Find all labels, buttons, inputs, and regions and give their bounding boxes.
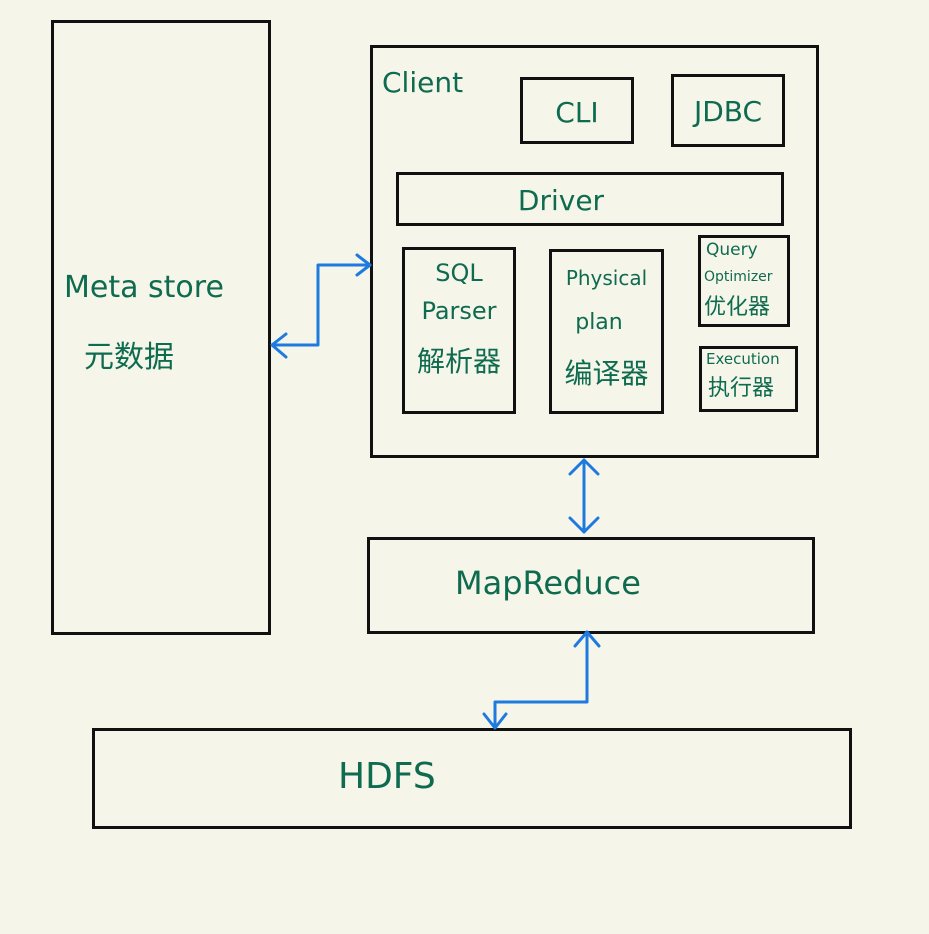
cli-label: CLI [555,96,599,129]
hdfs-box [92,728,852,829]
physical-plan-label-1: Physical [565,266,648,290]
sql-parser-label-2: Parser [421,297,497,325]
query-optimizer-label-3: 优化器 [704,295,771,320]
physical-plan-label-2: plan [575,310,623,335]
metastore-arrowhead [270,332,288,359]
query-optimizer-label-2: Optimizer [704,269,773,285]
hdfs-arrowhead [482,712,508,730]
client-title: Client [382,66,464,99]
mapreduce-arrowhead-bottom [573,630,601,648]
query-optimizer-label-1: Query [706,240,758,260]
metastore-box [51,20,271,635]
mapreduce-hdfs-arrow [493,630,589,730]
execution-label-1: Execution [706,350,780,368]
client-arrowhead-down [568,458,600,476]
jdbc-label: JDBC [693,95,763,128]
cli-box [520,77,634,144]
execution-label-2: 执行器 [708,376,775,401]
sql-parser-label-3: 解析器 [416,345,501,378]
sql-parser-box [402,247,516,414]
physical-plan-box [549,249,664,414]
metastore-title: Meta store [64,270,224,305]
metastore-client-arrow [270,263,372,347]
hdfs-label: HDFS [338,756,436,797]
client-box [370,45,819,458]
sql-parser-label-1: SQL [435,259,483,287]
client-arrowhead-left [355,253,372,277]
metastore-subtitle: 元数据 [84,340,174,375]
query-optimizer-box [698,235,790,327]
driver-box [396,172,784,226]
driver-label: Driver [517,184,605,217]
jdbc-box [671,74,785,147]
execution-box [699,346,798,412]
mapreduce-label: MapReduce [455,564,641,602]
physical-plan-label-3: 编译器 [564,357,649,390]
mapreduce-arrowhead-up [568,516,600,534]
